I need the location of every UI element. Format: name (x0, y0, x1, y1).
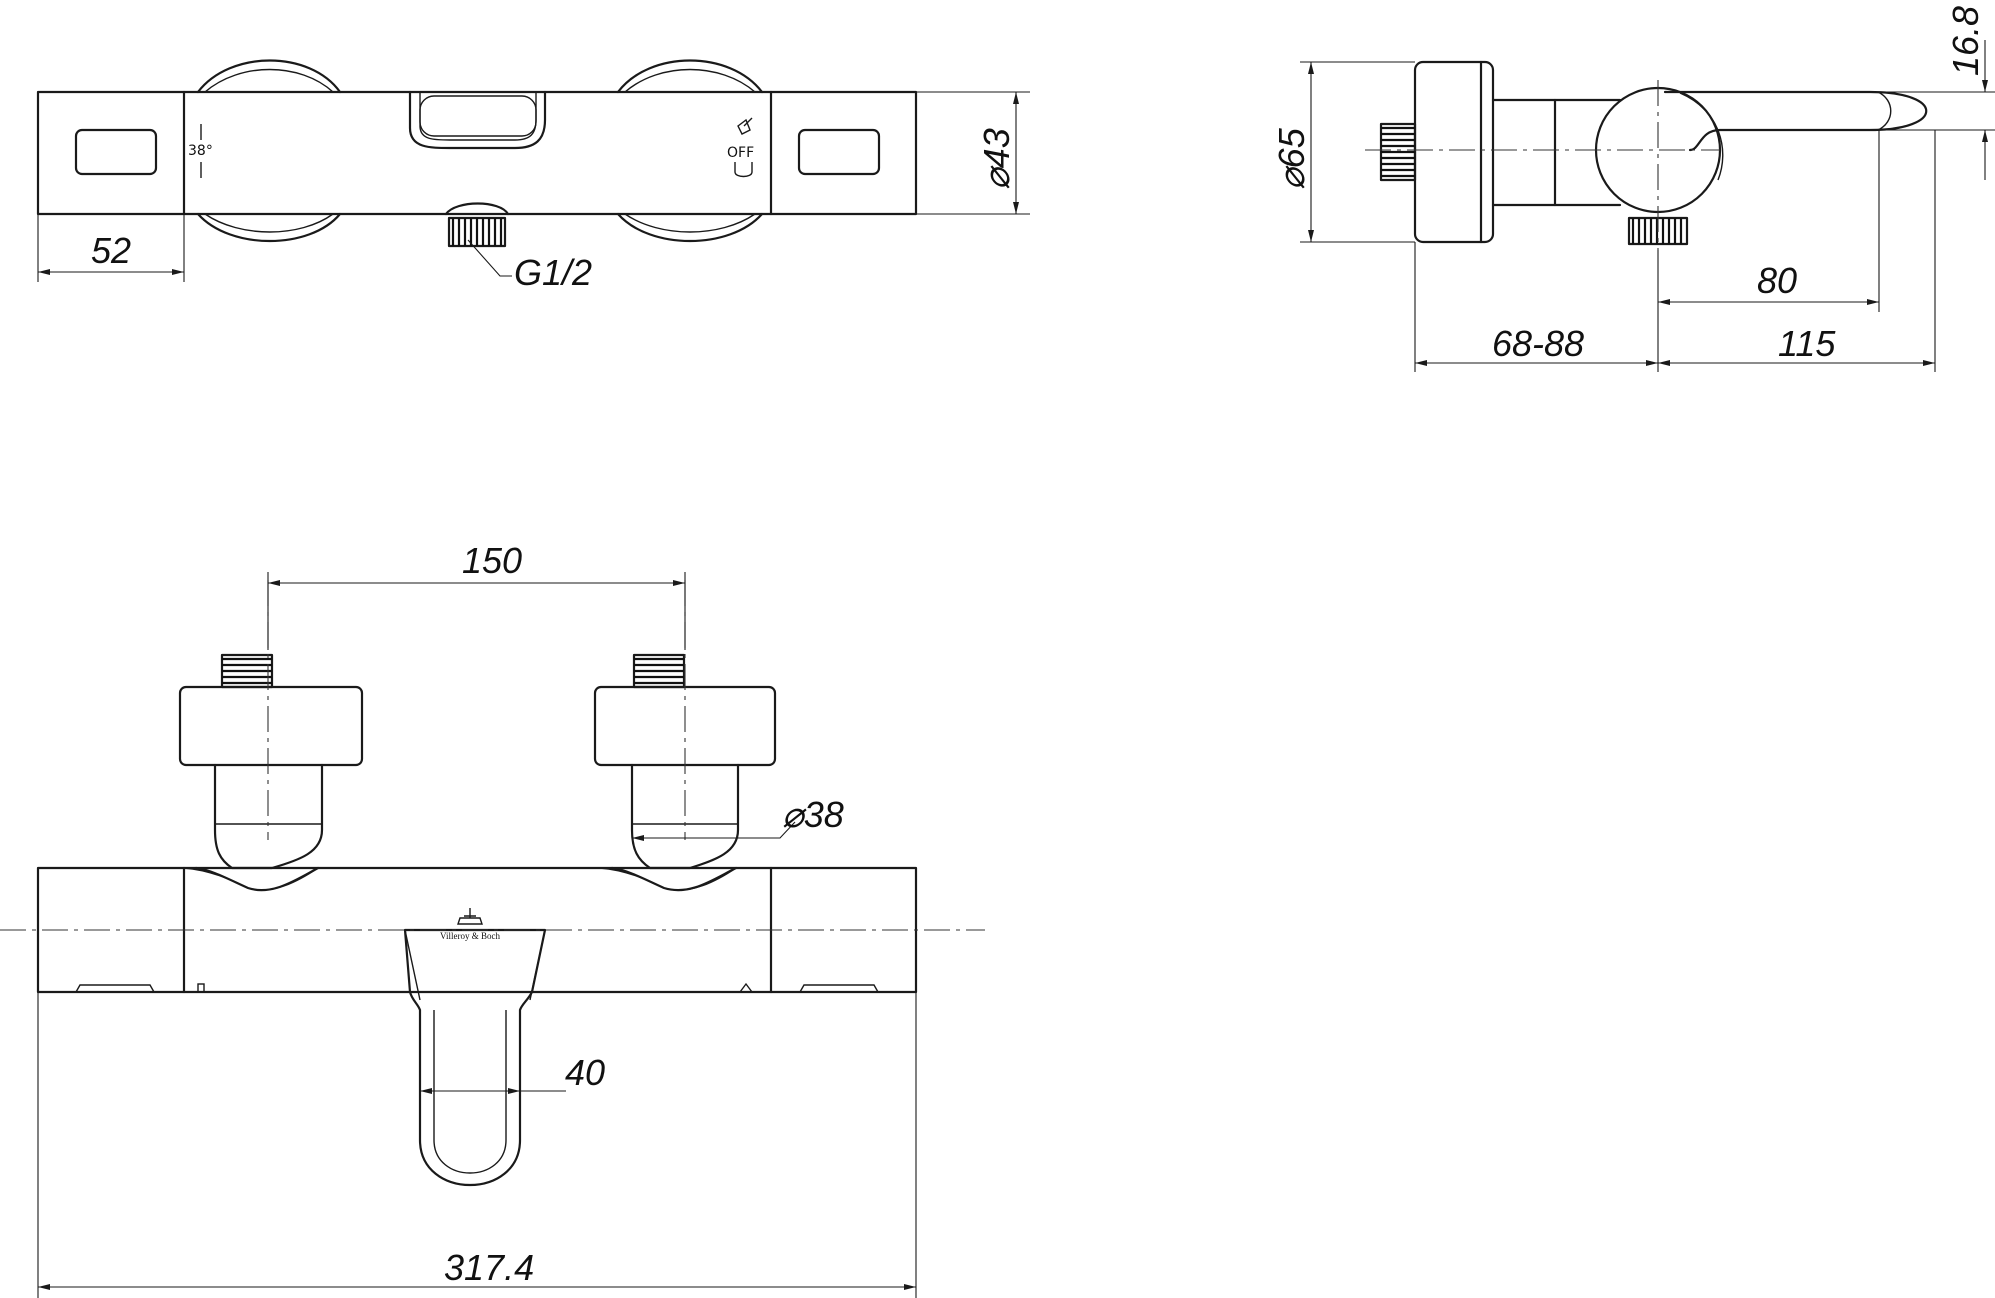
shower-icon (737, 117, 753, 135)
front-view: Villeroy & Boch 150 ⌀38 40 317.4 (0, 540, 985, 1298)
brand-logo: Villeroy & Boch (440, 908, 500, 941)
top-left-cap-window (74, 128, 158, 176)
front-spout (403, 928, 547, 1186)
dim-side-projection: 115 (1778, 323, 1836, 364)
top-connector-dome (444, 202, 510, 216)
dim-front-inlet-diameter: ⌀38 (782, 794, 844, 835)
logo-crown-icon (457, 908, 483, 925)
dim-side-diameter: ⌀65 (1271, 127, 1312, 190)
top-connector-thread (447, 216, 507, 248)
dim-front-inlet-spacing: 150 (462, 540, 522, 581)
off-label: OFF (727, 145, 754, 161)
top-right-handle-arc (616, 59, 764, 94)
top-body (36, 90, 918, 216)
dim-side-wall-distance: 68-88 (1492, 323, 1584, 364)
side-lever (1663, 90, 1928, 152)
top-view: 38° OFF 52 ⌀43 G1/2 (36, 59, 1030, 293)
side-wall-thread (1379, 122, 1417, 182)
dim-connection-thread: G1/2 (514, 252, 592, 293)
dim-top-left-width: 52 (91, 230, 131, 271)
dim-front-total-width: 317.4 (444, 1247, 534, 1288)
top-right-cap-window (797, 128, 881, 176)
side-outlet-thread (1627, 216, 1689, 246)
dim-side-outlet-to-lever: 80 (1757, 260, 1797, 301)
temperature-stop-label: 38° (188, 143, 213, 159)
top-right-handle-arc-bottom (616, 212, 764, 243)
dim-top-diameter: ⌀43 (976, 128, 1017, 190)
top-left-handle-arc-bottom (196, 212, 342, 243)
top-left-handle-arc (196, 59, 342, 94)
front-right-inlet-thread (632, 653, 686, 689)
top-spout (408, 90, 547, 150)
spout-icon (734, 162, 753, 178)
front-left-inlet-thread (220, 653, 274, 689)
side-pipe (1491, 98, 1557, 207)
front-left-rosette (178, 685, 364, 767)
brand-logo-text: Villeroy & Boch (440, 931, 500, 941)
dim-front-spout-width: 40 (565, 1052, 605, 1093)
side-view: ⌀65 16.8 80 68-88 115 (1271, 6, 1995, 372)
dim-side-lever-height: 16.8 (1945, 6, 1986, 76)
